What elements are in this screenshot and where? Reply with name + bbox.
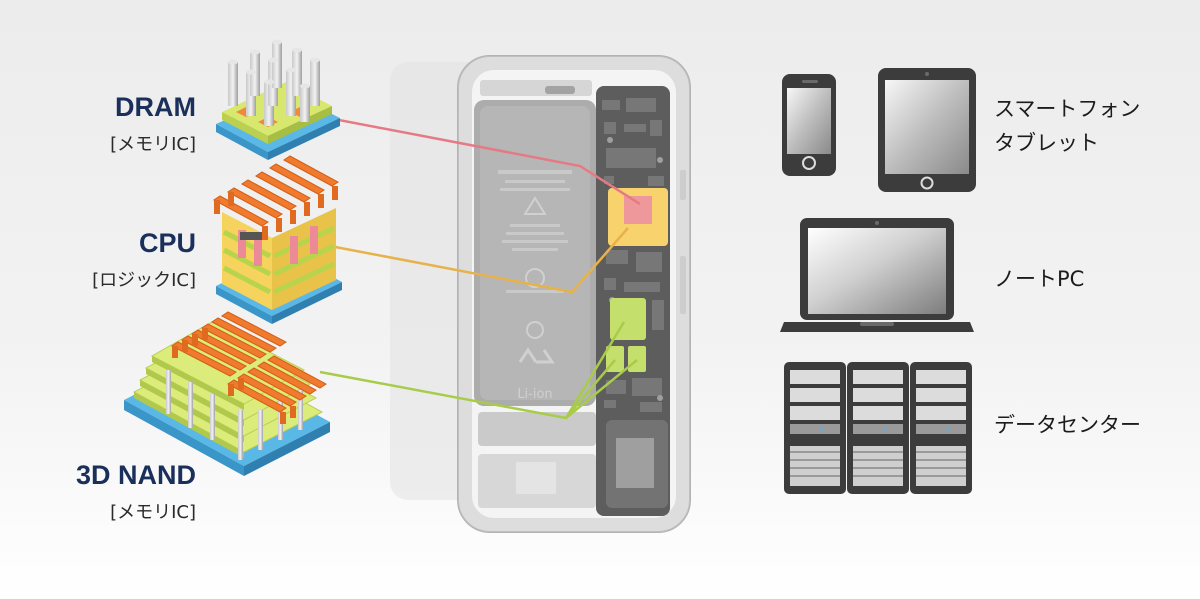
tablet-label: タブレット: [994, 131, 1099, 155]
dram-connector-line: [317, 114, 641, 206]
nand-chip-illustration: [124, 311, 330, 476]
nand-title: 3D NAND: [75, 460, 196, 490]
laptop-label: ノートPC: [994, 267, 1085, 291]
cpu-chip-illustration: [213, 155, 342, 324]
tablet-icon: [878, 68, 976, 192]
phone-illustration: Li-ion: [390, 55, 691, 533]
dram-title: DRAM: [115, 92, 196, 122]
cpu-connector-line: [329, 227, 629, 294]
laptop-icon: [780, 218, 974, 332]
dram-subtitle: [メモリIC]: [110, 134, 196, 155]
nand-subtitle: [メモリIC]: [110, 502, 196, 523]
smartphone-icon: [782, 74, 836, 176]
battery-label: Li-ion: [517, 387, 552, 402]
cpu-subtitle: [ロジックIC]: [92, 270, 196, 291]
smartphone-label: スマートフォン: [994, 97, 1141, 121]
data-center-label: データセンター: [994, 413, 1141, 437]
cpu-title: CPU: [138, 228, 196, 258]
connector-lines: [317, 114, 641, 420]
mobile-devices-label: スマートフォン タブレット: [994, 92, 1140, 160]
dram-chip-illustration: [216, 39, 340, 160]
data-center-icon: [784, 362, 972, 494]
